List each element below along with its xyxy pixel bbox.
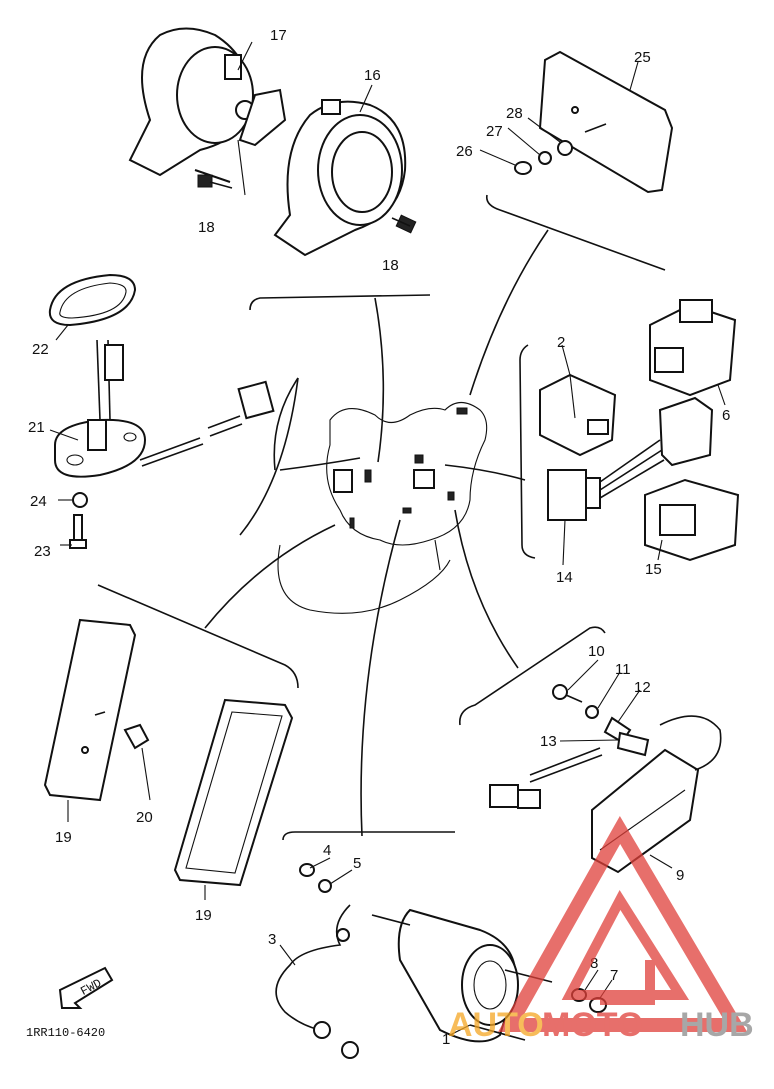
drawing-code: 1RR110-6420 — [26, 1026, 105, 1040]
label-19a: 19 — [55, 829, 72, 846]
label-6: 6 — [722, 407, 730, 424]
label-15: 15 — [645, 561, 662, 578]
watermark-logo: AUTO MOTO HUB — [448, 815, 754, 1044]
label-17: 17 — [270, 27, 287, 44]
label-7: 7 — [610, 967, 618, 984]
label-25: 25 — [634, 49, 651, 66]
label-3: 3 — [268, 931, 276, 948]
label-24: 24 — [30, 493, 47, 510]
label-11: 11 — [615, 661, 631, 678]
label-26: 26 — [456, 143, 473, 160]
watermark-text-auto: AUTO — [448, 1006, 544, 1044]
watermark-text-hub: HUB — [680, 1006, 754, 1044]
leader-lines — [204, 229, 549, 837]
label-12: 12 — [634, 679, 651, 696]
label-5: 5 — [353, 855, 361, 872]
fwd-arrow-icon: FWD — [58, 966, 114, 1009]
reflector-group — [43, 584, 299, 900]
part-labels: 17 16 18 18 25 28 27 26 22 21 24 23 2 6 … — [28, 27, 730, 1048]
label-28: 28 — [506, 105, 523, 122]
bracket-plate — [485, 194, 666, 271]
label-22: 22 — [32, 341, 49, 358]
label-18a: 18 — [198, 219, 215, 236]
label-2: 2 — [557, 334, 565, 351]
label-20: 20 — [136, 809, 153, 826]
watermark-text-moto: MOTO — [542, 1006, 643, 1044]
label-9: 9 — [676, 867, 684, 884]
plate-25-group — [479, 50, 674, 194]
label-8: 8 — [590, 955, 598, 972]
horn-17 — [128, 27, 287, 196]
label-16: 16 — [364, 67, 381, 84]
bracket-horns — [249, 294, 431, 311]
frame-sketch — [277, 401, 488, 614]
label-21: 21 — [28, 419, 45, 436]
label-19b: 19 — [195, 907, 212, 924]
horn-16 — [273, 84, 417, 257]
relay-group — [519, 299, 740, 566]
sender-21-group — [48, 273, 275, 549]
label-1: 1 — [442, 1031, 450, 1048]
label-4: 4 — [323, 842, 331, 859]
label-14: 14 — [556, 569, 573, 586]
starter-group — [275, 831, 613, 1059]
label-10: 10 — [588, 643, 605, 660]
label-27: 27 — [486, 123, 503, 140]
label-23: 23 — [34, 543, 51, 560]
regulator-group — [458, 626, 722, 874]
label-18b: 18 — [382, 257, 399, 274]
label-13: 13 — [540, 733, 557, 750]
